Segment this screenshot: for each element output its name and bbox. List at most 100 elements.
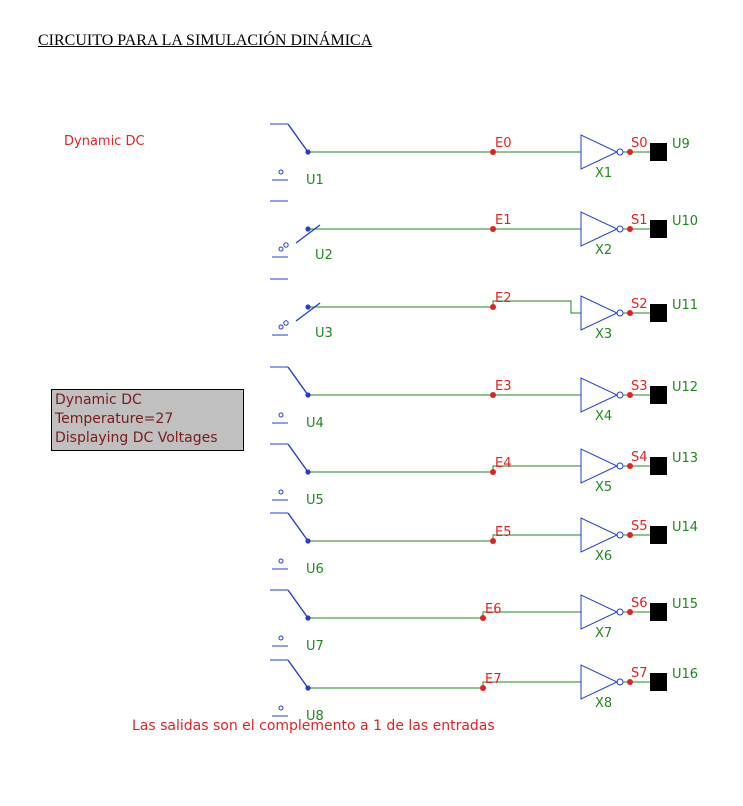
- switch-lever[interactable]: [295, 224, 321, 244]
- info-line-temperature: Temperature=27: [55, 411, 174, 427]
- switch-label: U2: [315, 248, 333, 263]
- switch-lever[interactable]: [287, 659, 309, 689]
- switch-pivot-node: [305, 538, 311, 544]
- output-node[interactable]: [627, 532, 633, 538]
- output-label: S5: [631, 519, 648, 534]
- gate-label: X5: [595, 480, 612, 495]
- output-node[interactable]: [627, 679, 633, 685]
- output-probe[interactable]: [650, 143, 667, 161]
- input-node[interactable]: [490, 226, 496, 232]
- gate-label: X3: [595, 327, 612, 342]
- inverter-gate[interactable]: [580, 295, 619, 331]
- probe-label: U10: [672, 214, 698, 229]
- switch-terminal: [283, 320, 289, 326]
- output-node[interactable]: [627, 226, 633, 232]
- output-probe[interactable]: [650, 457, 667, 475]
- switch-terminal: [278, 324, 284, 330]
- output-node[interactable]: [627, 392, 633, 398]
- input-node[interactable]: [490, 149, 496, 155]
- input-node[interactable]: [490, 538, 496, 544]
- switch-label: U5: [306, 493, 324, 508]
- input-node[interactable]: [480, 615, 486, 621]
- inverter-gate[interactable]: [580, 448, 619, 484]
- output-node[interactable]: [627, 463, 633, 469]
- switch-pivot-node: [305, 304, 311, 310]
- inverter-gate[interactable]: [580, 134, 619, 170]
- switch-label: U4: [306, 416, 324, 431]
- switch-terminal: [278, 169, 284, 175]
- switch-lever[interactable]: [287, 443, 309, 473]
- gate-label: X6: [595, 549, 612, 564]
- switch-label: U8: [306, 709, 324, 724]
- switch-lever[interactable]: [295, 302, 321, 322]
- output-label: S2: [631, 297, 648, 312]
- info-line-mode: Dynamic DC: [55, 392, 142, 408]
- output-node[interactable]: [627, 310, 633, 316]
- switch-terminal: [278, 635, 284, 641]
- output-node[interactable]: [627, 149, 633, 155]
- probe-label: U16: [672, 667, 698, 682]
- probe-label: U15: [672, 597, 698, 612]
- output-label: S4: [631, 450, 648, 465]
- input-label: E5: [495, 525, 512, 540]
- probe-label: U13: [672, 451, 698, 466]
- output-probe[interactable]: [650, 673, 667, 691]
- switch-terminal: [283, 242, 289, 248]
- inverter-gate[interactable]: [580, 664, 619, 700]
- switch-label: U6: [306, 562, 324, 577]
- switch-terminal: [278, 489, 284, 495]
- input-label: E1: [495, 213, 512, 228]
- page-title: CIRCUITO PARA LA SIMULACIÓN DINÁMICA: [38, 32, 373, 49]
- switch-label: U1: [306, 173, 324, 188]
- output-label: S1: [631, 213, 648, 228]
- output-probe[interactable]: [650, 603, 667, 621]
- switch-lever[interactable]: [287, 512, 309, 542]
- inverter-gate[interactable]: [580, 517, 619, 553]
- gate-label: X4: [595, 409, 612, 424]
- switch-pivot-node: [305, 615, 311, 621]
- input-label: E3: [495, 379, 512, 394]
- switch-pivot-node: [305, 149, 311, 155]
- input-node[interactable]: [490, 392, 496, 398]
- switch-lever[interactable]: [287, 589, 309, 619]
- switch-terminal: [278, 412, 284, 418]
- gate-label: X8: [595, 696, 612, 711]
- input-label: E2: [495, 291, 512, 306]
- wire: [492, 300, 581, 314]
- switch-pivot-node: [305, 469, 311, 475]
- switch-label: U3: [315, 326, 333, 341]
- info-line-display: Displaying DC Voltages: [55, 430, 218, 446]
- switch-lever[interactable]: [287, 123, 309, 153]
- switch-pivot-node: [305, 226, 311, 232]
- output-label: S0: [631, 136, 648, 151]
- input-label: E6: [485, 602, 502, 617]
- switch-label: U7: [306, 639, 324, 654]
- simulation-info-box[interactable]: Dynamic DC Temperature=27 Displaying DC …: [51, 389, 244, 451]
- output-label: S6: [631, 596, 648, 611]
- output-probe[interactable]: [650, 526, 667, 544]
- switch-terminal: [278, 246, 284, 252]
- inverter-gate[interactable]: [580, 594, 619, 630]
- output-probe[interactable]: [650, 220, 667, 238]
- output-node[interactable]: [627, 609, 633, 615]
- switch-pivot-node: [305, 392, 311, 398]
- probe-label: U11: [672, 298, 698, 313]
- simulation-mode-label: Dynamic DC: [64, 134, 145, 149]
- output-probe[interactable]: [650, 386, 667, 404]
- input-node[interactable]: [480, 685, 486, 691]
- probe-label: U12: [672, 380, 698, 395]
- output-label: S3: [631, 379, 648, 394]
- switch-terminal: [278, 705, 284, 711]
- probe-label: U14: [672, 520, 698, 535]
- input-label: E4: [495, 456, 512, 471]
- gate-label: X1: [595, 166, 612, 181]
- input-node[interactable]: [490, 469, 496, 475]
- input-label: E7: [485, 672, 502, 687]
- circuit-note: Las salidas son el complemento a 1 de la…: [132, 718, 495, 734]
- input-node[interactable]: [490, 304, 496, 310]
- output-probe[interactable]: [650, 304, 667, 322]
- switch-lever[interactable]: [287, 366, 309, 396]
- inverter-gate[interactable]: [580, 211, 619, 247]
- inverter-gate[interactable]: [580, 377, 619, 413]
